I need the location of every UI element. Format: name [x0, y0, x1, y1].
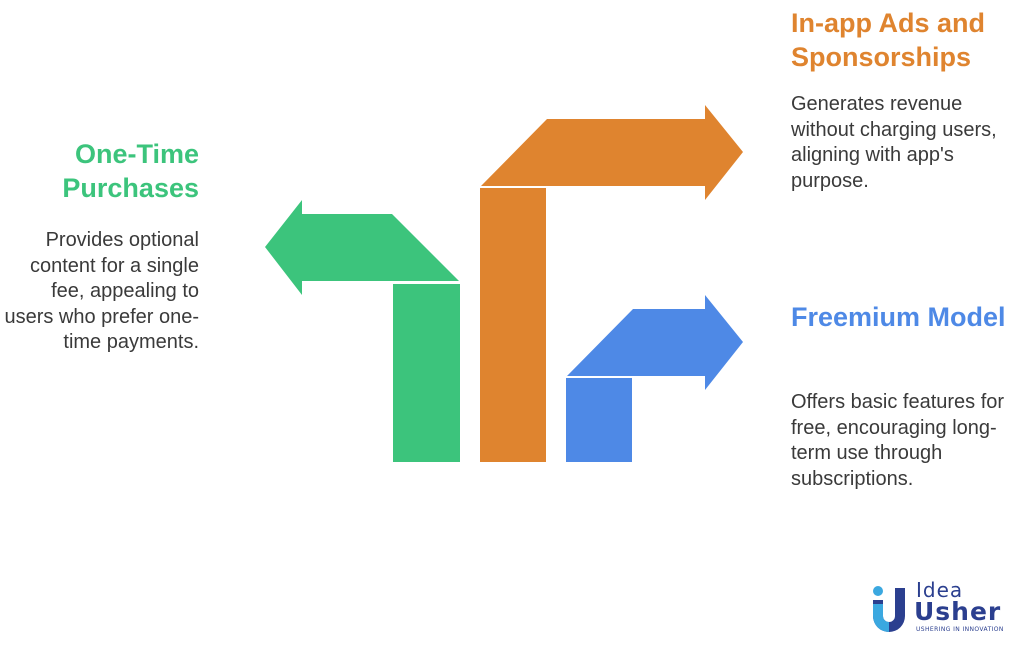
orange-arrow — [480, 105, 743, 462]
blue-arrow-bar — [566, 378, 632, 462]
logo-usher-text: Usher — [914, 597, 1002, 626]
blue-arrow — [566, 295, 743, 462]
freemium-model-title: Freemium Model — [791, 302, 1006, 332]
green-arrow-bar — [393, 284, 460, 462]
orange-arrow-bar — [480, 188, 546, 462]
green-arrow — [265, 200, 460, 462]
logo-u-mark-icon — [873, 586, 905, 632]
in-app-ads-description: Generates revenue without charging users… — [791, 93, 997, 192]
orange-arrow-head — [481, 105, 743, 200]
logo-tagline: USHERING IN INNOVATION — [916, 626, 1004, 633]
idea-usher-logo: Idea Usher USHERING IN INNOVATION — [868, 578, 1014, 640]
freemium-model-description: Offers basic features for free, encourag… — [791, 391, 1005, 490]
green-arrow-head — [265, 200, 459, 295]
one-time-purchases-description: Provides optional content for a single f… — [4, 229, 199, 353]
in-app-ads-title: In-app Ads and Sponsorships — [791, 8, 985, 72]
blue-arrow-head — [567, 295, 743, 390]
logo-idea-text: Idea — [916, 578, 964, 602]
one-time-purchases-title: One-Time Purchases — [62, 139, 199, 203]
